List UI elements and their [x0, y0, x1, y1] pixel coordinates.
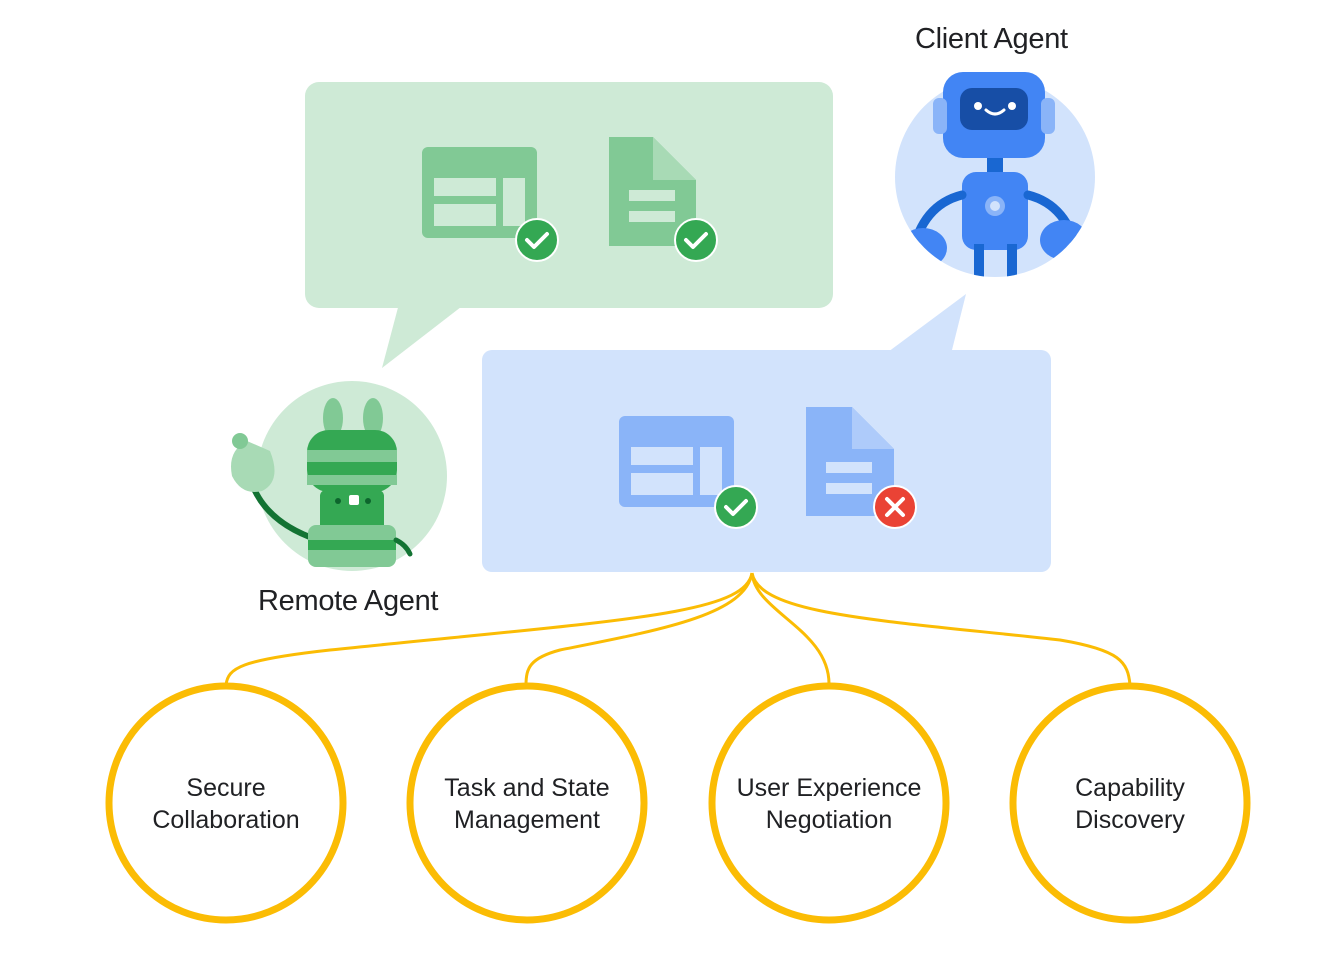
capability-secure-collaboration: Secure Collaboration: [116, 772, 336, 836]
client-agent-robot-icon: [895, 72, 1095, 277]
client-agent-label: Client Agent: [915, 23, 1068, 55]
remote-agent-robot-icon: [231, 381, 447, 571]
remote-agent-message-bubble: [305, 82, 833, 368]
capability-line: Management: [454, 806, 600, 834]
capability-line: Secure: [186, 774, 266, 802]
capability-circle: [105, 682, 347, 924]
capability-line: Negotiation: [765, 806, 893, 834]
capability-line: Capability: [1075, 774, 1185, 802]
remote-agent-label: Remote Agent: [258, 585, 439, 617]
check-badge: [515, 218, 559, 262]
capability-task-and-state-management: Task and State Management: [417, 772, 637, 836]
document-icon: [806, 407, 894, 516]
check-badge: [714, 485, 758, 529]
capability-line: Collaboration: [152, 806, 300, 834]
table-icon: [422, 147, 537, 238]
connector-lines: [224, 572, 1132, 686]
table-icon: [619, 416, 734, 507]
cross-badge: [873, 485, 917, 529]
capability-circle: [708, 682, 950, 924]
check-badge: [674, 218, 718, 262]
capability-circle: [1009, 682, 1251, 924]
capability-line: Discovery: [1075, 806, 1185, 834]
document-icon: [609, 137, 696, 246]
client-agent-message-bubble: [482, 294, 1051, 572]
capability-circle: [406, 682, 648, 924]
capability-discovery: Capability Discovery: [1020, 772, 1240, 836]
capability-line: User Experience: [736, 774, 922, 802]
capability-line: Task and State: [444, 774, 610, 802]
capability-user-experience-negotiation: User Experience Negotiation: [719, 772, 939, 836]
